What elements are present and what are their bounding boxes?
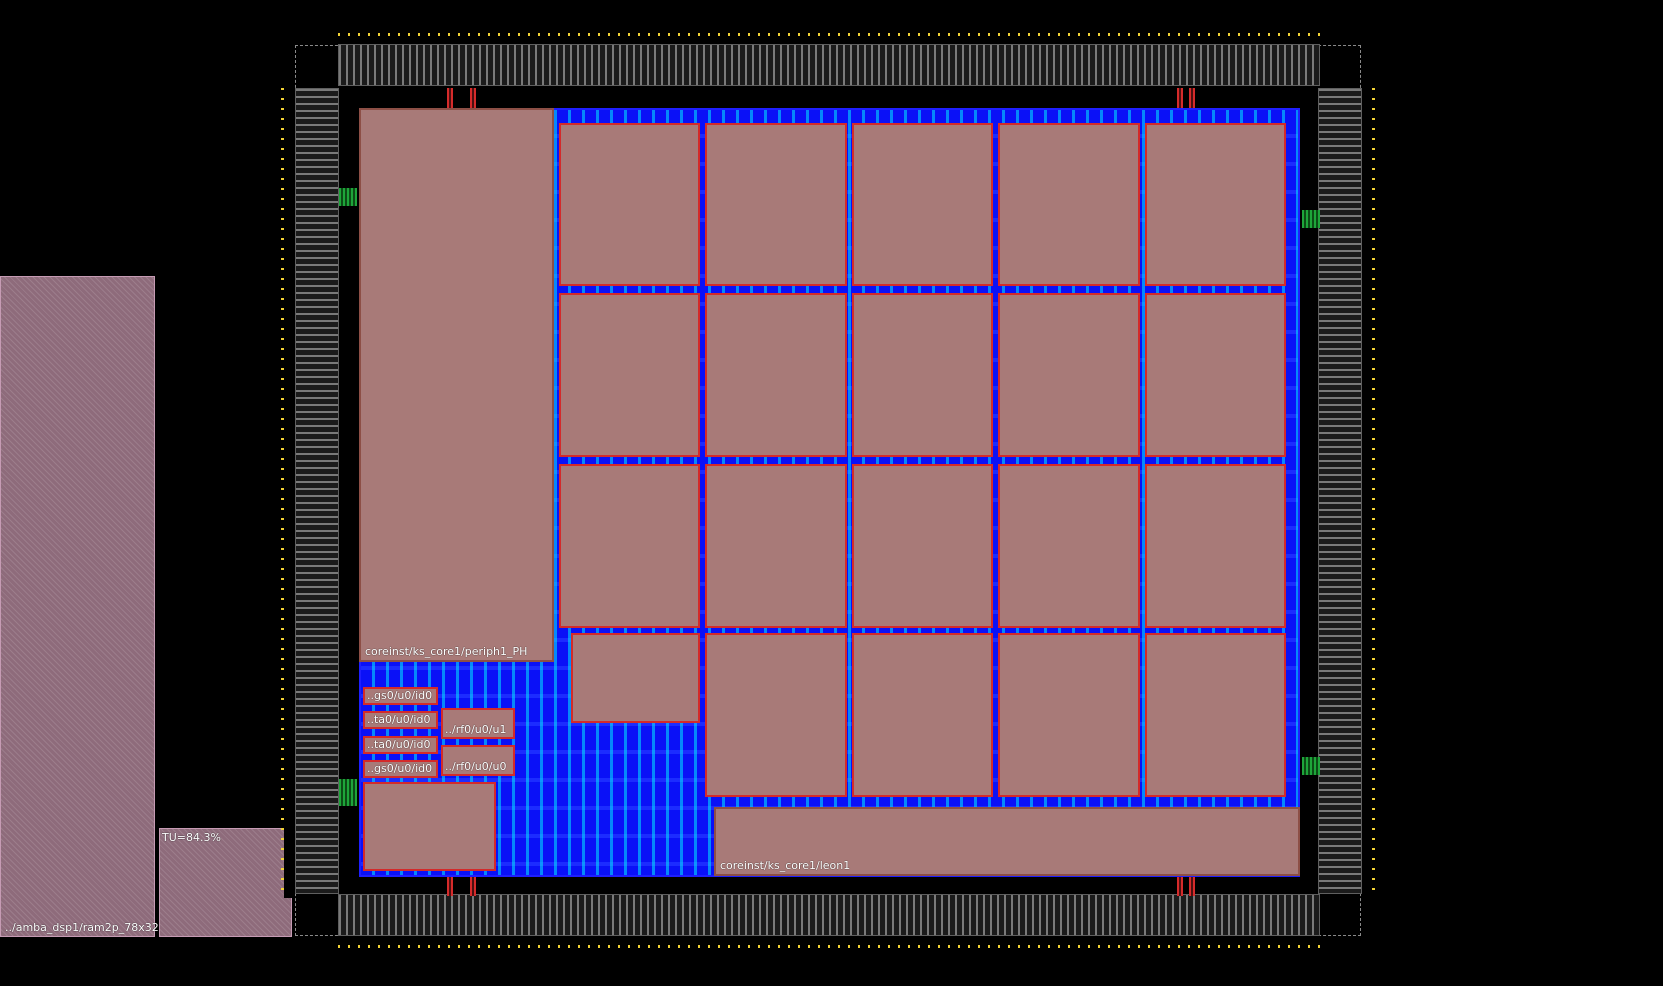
left-ram-macro-label: ../amba_dsp1/ram2p_78x32 [5,921,159,934]
memory-macro[interactable] [559,464,700,628]
left-pad-ticks-icon [281,88,293,898]
memory-macro[interactable] [998,293,1140,457]
utilization-label: TU=84.3% [162,831,221,844]
memory-macro[interactable] [559,293,700,457]
top-left-red-strap-2-icon [470,88,476,108]
small-macro-label: ../rf0/u0/u1 [445,723,507,736]
left-lower-green-strap-icon [339,779,357,806]
bottom-pad-row[interactable] [338,894,1320,936]
bottom-right-red-strap-2-icon [1189,876,1195,896]
memory-macro[interactable] [571,633,700,723]
memory-macro[interactable] [998,123,1140,286]
memory-macro[interactable] [1145,293,1286,457]
right-green-strap-icon [1302,210,1320,228]
memory-macro[interactable] [852,633,993,797]
small-macro[interactable]: ..ta0/u0/id0 [363,711,438,729]
memory-macro[interactable] [852,123,993,286]
small-macro[interactable]: ../rf0/u0/u1 [441,708,515,739]
small-macro[interactable]: ..gs0/u0/id0 [363,760,438,778]
memory-macro[interactable] [705,633,847,797]
memory-macro[interactable] [705,464,847,628]
small-macro[interactable]: ..gs0/u0/id0 [363,687,438,705]
memory-macro[interactable] [705,123,847,286]
right-pad-ticks-icon [1363,88,1375,898]
small-macro[interactable]: ../rf0/u0/u0 [441,745,515,776]
memory-macro[interactable] [1145,123,1286,286]
memory-macro[interactable] [1145,464,1286,628]
small-macro-label: ..ta0/u0/id0 [367,713,431,726]
left-pad-column[interactable] [295,88,339,894]
right-pad-column[interactable] [1318,88,1362,894]
bottom-left-red-strap-icon [447,876,453,896]
memory-macro[interactable] [852,293,993,457]
right-lower-green-strap-icon [1302,757,1320,775]
memory-macro[interactable] [705,293,847,457]
top-pad-ticks-icon [338,33,1320,45]
memory-macro[interactable] [852,464,993,628]
left-ram-macro[interactable]: ../amba_dsp1/ram2p_78x32 [0,276,159,937]
utilization-panel[interactable]: TU=84.3% [159,828,292,937]
top-right-red-strap-icon [1177,88,1183,108]
top-left-red-strap-icon [447,88,453,108]
small-macro-label: ..gs0/u0/id0 [367,762,433,775]
leon-macro[interactable]: coreinst/ks_core1/leon1 [714,807,1300,876]
memory-macro[interactable] [1145,633,1286,797]
top-right-red-strap-2-icon [1189,88,1195,108]
left-green-strap-icon [339,188,357,206]
small-macro[interactable]: ..ta0/u0/id0 [363,736,438,754]
periph-macro-label: coreinst/ks_core1/periph1_PH [365,645,528,658]
small-macro-label: ../rf0/u0/u0 [445,760,507,773]
periph-macro[interactable]: coreinst/ks_core1/periph1_PH [359,108,554,662]
small-rectangular-macro[interactable] [363,782,496,871]
top-pad-row[interactable] [338,44,1320,86]
bottom-pad-ticks-icon [338,936,1320,948]
small-macro-label: ..ta0/u0/id0 [367,738,431,751]
memory-macro[interactable] [998,633,1140,797]
bottom-right-red-strap-icon [1177,876,1183,896]
small-macro-label: ..gs0/u0/id0 [367,689,433,702]
bottom-left-red-strap-2-icon [470,876,476,896]
leon-macro-label: coreinst/ks_core1/leon1 [720,859,851,872]
memory-macro[interactable] [559,123,700,286]
memory-macro[interactable] [998,464,1140,628]
